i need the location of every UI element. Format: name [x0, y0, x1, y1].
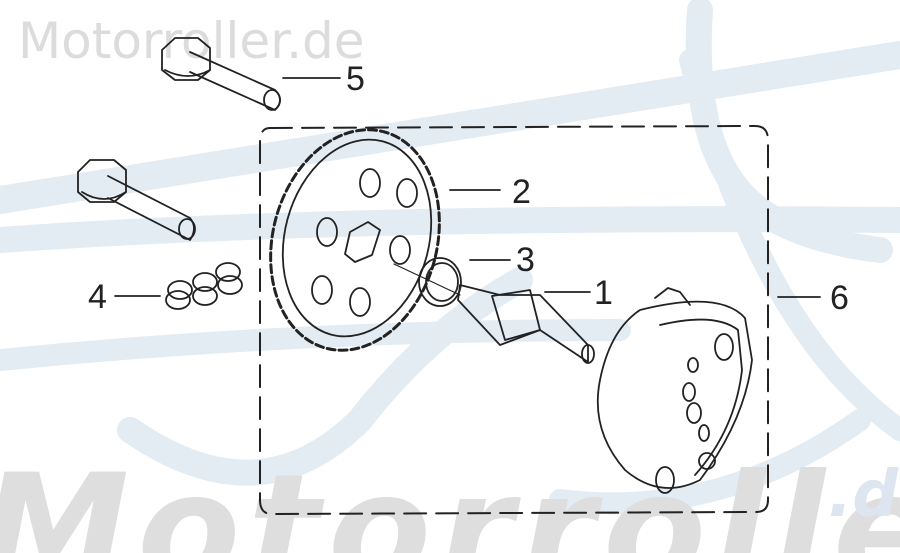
- chain-link: [165, 262, 243, 310]
- callout-5: 5: [346, 60, 365, 98]
- assembly-group-box: [259, 125, 769, 515]
- callout-2: 2: [512, 173, 531, 211]
- pump-shaft: [393, 263, 595, 364]
- watermark-top-text: Motorroller.de: [18, 12, 365, 70]
- oil-pump-body: [596, 287, 753, 494]
- callout-3: 3: [516, 241, 535, 279]
- callout-1: 1: [594, 274, 613, 312]
- circlip: [418, 257, 462, 307]
- flange-bolt-top: [161, 37, 281, 111]
- callout-6: 6: [830, 279, 849, 317]
- sprocket: [269, 128, 441, 352]
- watermark-bottom-suffix: .de: [828, 458, 900, 532]
- callout-4: 4: [88, 278, 107, 316]
- flange-bolt-middle: [77, 159, 196, 241]
- watermark-bottom-text: Motorroller: [0, 443, 900, 553]
